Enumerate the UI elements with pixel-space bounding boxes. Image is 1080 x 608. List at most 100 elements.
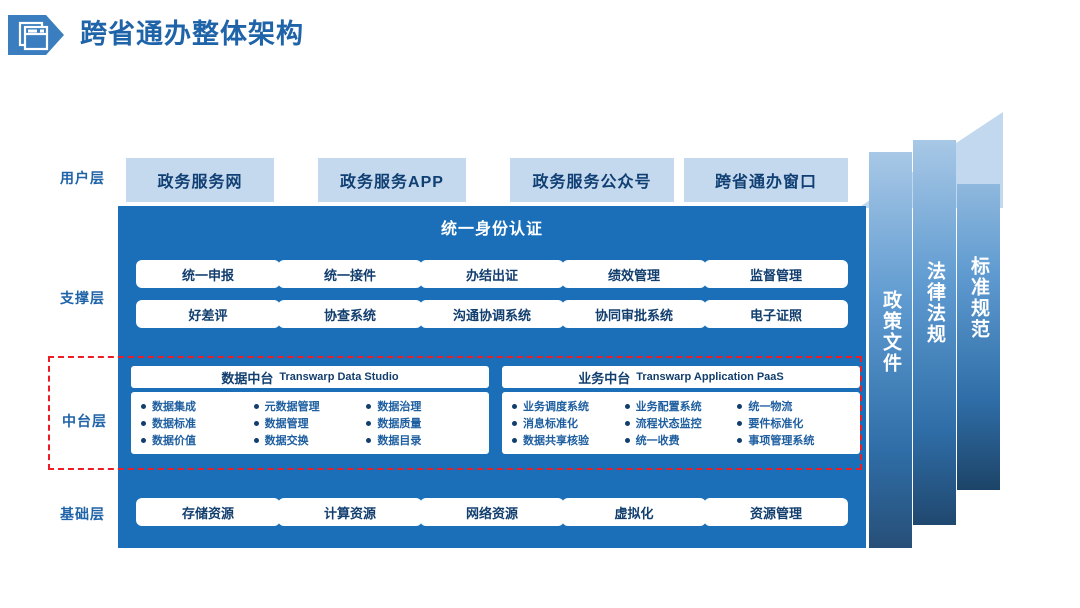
base-layer-item-label: 虚拟化 <box>614 505 654 521</box>
support-layer-item[interactable]: 监督管理 <box>704 260 848 288</box>
platform-business-item-list: 业务调度系统 业务配置系统 统一物流消息标准化 流程状态监控 要件标准化数据共享核验 统一… <box>502 392 860 454</box>
bullet-icon <box>624 403 630 409</box>
bullet-icon <box>737 437 743 443</box>
support-layer-item-label: 电子证照 <box>749 307 802 323</box>
platform-item[interactable]: 业务配置系统 <box>624 398 738 414</box>
support-layer-item-label: 绩效管理 <box>607 267 660 283</box>
base-layer-item-label: 存储资源 <box>181 505 234 521</box>
platform-item-label: 业务调度系统 <box>523 401 589 413</box>
platform-item[interactable]: 元数据管理 <box>253 398 367 414</box>
side-panel-law: 法律法规 <box>913 140 956 525</box>
platform-item[interactable]: 统一物流 <box>737 398 850 414</box>
platform-item-label: 流程状态监控 <box>635 418 702 430</box>
platform-item-label: 统一物流 <box>748 401 793 413</box>
platform-item[interactable]: 数据集成 <box>141 398 254 414</box>
platform-item-label: 数据交换 <box>264 435 309 447</box>
bullet-icon <box>366 437 372 443</box>
bullet-icon <box>624 437 630 443</box>
platform-item[interactable]: 数据交换 <box>253 432 367 448</box>
platform-item-label: 数据价值 <box>152 435 196 447</box>
platform-item-label: 业务配置系统 <box>635 401 702 413</box>
user-layer-row: 政务服务网政务服务APP 政务服务公众号 跨省通办窗口 <box>118 158 866 202</box>
layer-label-middle: 中台层 <box>62 413 107 429</box>
support-layer-item-label: 协同审批系统 <box>594 307 673 323</box>
support-layer-item[interactable]: 沟通协调系统 <box>420 300 564 328</box>
support-layer-item-label: 统一接件 <box>323 267 376 283</box>
user-layer-item[interactable]: 政务服务APP <box>318 158 466 202</box>
platform-item[interactable]: 数据管理 <box>253 415 367 431</box>
side-panel-law-label: 法律法规 <box>924 260 945 345</box>
bullet-icon <box>253 403 259 409</box>
platform-item[interactable]: 流程状态监控 <box>624 415 738 431</box>
platform-item[interactable]: 数据价值 <box>141 432 254 448</box>
base-layer-item-label: 网络资源 <box>465 505 518 521</box>
layer-label-base: 基础层 <box>60 506 105 522</box>
document-stack-icon <box>6 12 68 58</box>
bullet-icon <box>366 420 372 426</box>
user-layer-item[interactable]: 政务服务公众号 <box>510 158 674 202</box>
platform-item-label: 消息标准化 <box>523 418 578 430</box>
platform-item[interactable]: 数据治理 <box>366 398 479 414</box>
user-layer-item[interactable]: 跨省通办窗口 <box>684 158 848 202</box>
platform-item-label: 事项管理系统 <box>748 435 815 447</box>
side-panel-standard-label: 标准规范 <box>968 256 989 340</box>
bullet-icon <box>737 420 743 426</box>
platform-item[interactable]: 数据质量 <box>366 415 479 431</box>
platform-item-label: 数据治理 <box>377 401 422 413</box>
platform-item[interactable]: 统一收费 <box>624 432 738 448</box>
platform-item[interactable]: 事项管理系统 <box>737 432 850 448</box>
base-layer-item[interactable]: 网络资源 <box>420 498 564 526</box>
platform-business-name-cn: 业务中台 <box>578 370 631 386</box>
platform-item[interactable]: 消息标准化 <box>512 415 625 431</box>
base-layer-item[interactable]: 计算资源 <box>278 498 422 526</box>
support-layer-item-label: 协查系统 <box>323 307 376 323</box>
platform-item-label: 数据标准 <box>152 418 196 430</box>
base-layer-item[interactable]: 存储资源 <box>136 498 280 526</box>
platform-item-label: 数据集成 <box>152 401 196 413</box>
user-layer-item-label: 政务服务公众号 <box>532 174 652 191</box>
support-layer-item[interactable]: 好差评 <box>136 300 280 328</box>
support-layer-item-label: 统一申报 <box>181 267 234 283</box>
support-layer-item[interactable]: 电子证照 <box>704 300 848 328</box>
platform-item-label: 统一收费 <box>635 435 680 447</box>
layer-label-support: 支撑层 <box>60 290 105 306</box>
base-layer-zone: 存储资源 计算资源 网络资源 虚拟化 资源管理 <box>118 498 866 532</box>
side-panel-policy: 政策文件 <box>869 152 912 548</box>
layer-label-user: 用户层 <box>60 170 105 186</box>
support-layer-item[interactable]: 绩效管理 <box>562 260 706 288</box>
unified-auth-bar: 统一身份认证 <box>118 206 866 248</box>
page-header: 跨省通办整体架构 <box>0 0 1080 72</box>
user-layer-item[interactable]: 政务服务网 <box>126 158 274 202</box>
platform-data-name-cn: 数据中台 <box>221 370 274 386</box>
platform-item-label: 数据共享核验 <box>523 435 589 447</box>
support-layer-item[interactable]: 办结出证 <box>420 260 564 288</box>
bullet-icon <box>366 403 372 409</box>
platform-data-item-list: 数据集成 元数据管理数据治理数据标准 数据管理数据质量数据价值 数据交换 数据目录 <box>131 392 489 454</box>
support-layer-item[interactable]: 协查系统 <box>278 300 422 328</box>
bullet-icon <box>512 437 517 443</box>
support-layer-item[interactable]: 协同审批系统 <box>562 300 706 328</box>
platform-item[interactable]: 数据共享核验 <box>512 432 625 448</box>
platform-item[interactable]: 要件标准化 <box>737 415 850 431</box>
support-layer-item[interactable]: 统一接件 <box>278 260 422 288</box>
page-title: 跨省通办整体架构 <box>80 19 304 49</box>
platform-item[interactable]: 业务调度系统 <box>512 398 625 414</box>
support-layer-item[interactable]: 统一申报 <box>136 260 280 288</box>
base-layer-item-label: 资源管理 <box>749 505 802 521</box>
base-layer-item[interactable]: 资源管理 <box>704 498 848 526</box>
platform-item[interactable]: 数据标准 <box>141 415 254 431</box>
bullet-icon <box>624 420 630 426</box>
platform-business-header: 业务中台 Transwarp Application PaaS <box>502 366 860 388</box>
platform-card-business: 业务中台 Transwarp Application PaaS 业务调度系统业务… <box>502 366 860 460</box>
bullet-icon <box>141 437 146 443</box>
support-layer-item-label: 沟通协调系统 <box>452 307 531 323</box>
base-layer-item[interactable]: 虚拟化 <box>562 498 706 526</box>
support-layer-item-label: 办结出证 <box>465 267 518 283</box>
platform-item-label: 数据目录 <box>377 435 422 447</box>
platform-data-name-en: Transwarp Data Studio <box>279 371 399 383</box>
bullet-icon <box>141 420 146 426</box>
bullet-icon <box>253 420 259 426</box>
unified-auth-label: 统一身份认证 <box>440 221 543 238</box>
platform-item[interactable]: 数据目录 <box>366 432 479 448</box>
